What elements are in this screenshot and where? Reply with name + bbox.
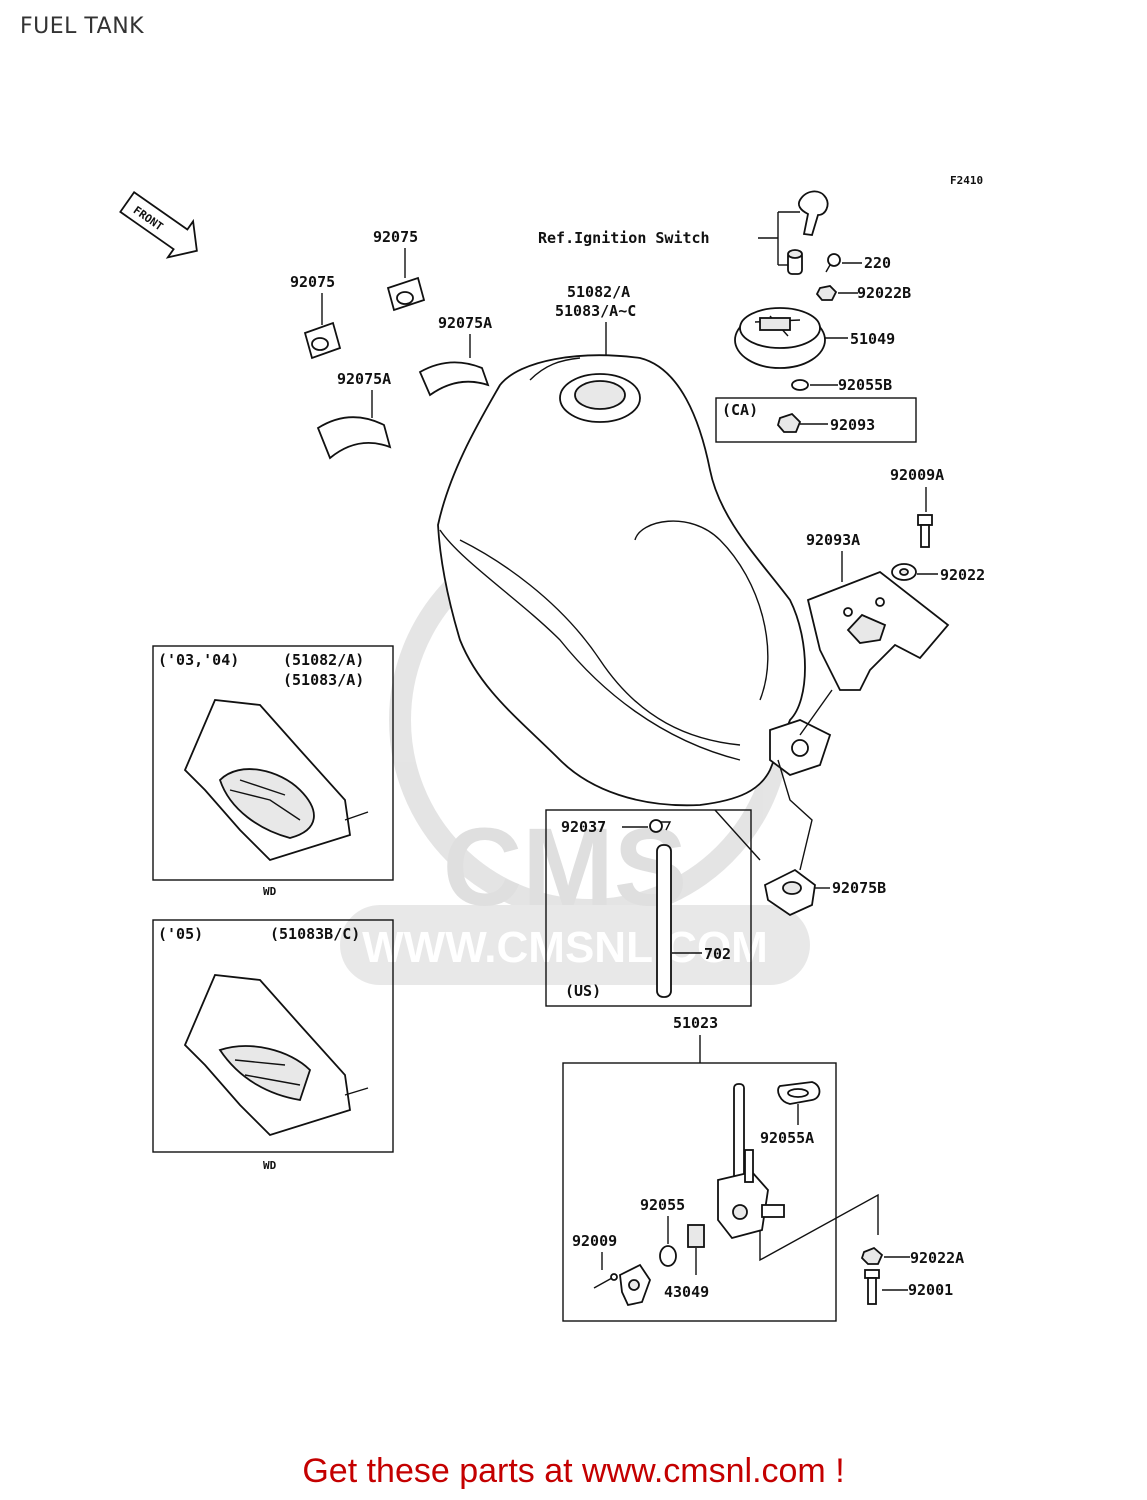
lever-icon: [619, 1263, 652, 1307]
figure-code: F2410: [950, 174, 983, 187]
label-92075-upper: 92075: [373, 228, 418, 246]
hose-icon: [656, 844, 672, 998]
gasket-icon: [777, 1081, 821, 1105]
washer-icon: [860, 1246, 884, 1265]
label-43049: 43049: [664, 1283, 709, 1301]
label-92075A-lower: 92075A: [337, 370, 391, 388]
fuel-tap-assembly-box: [562, 1062, 837, 1322]
o-ring-icon: [659, 1245, 677, 1267]
label-us: (US): [565, 982, 601, 1000]
inset1-caption: WD: [263, 885, 277, 898]
bolt-icon: [864, 1269, 880, 1305]
label-ca: (CA): [722, 401, 758, 419]
rubber-damper-icon: [763, 868, 816, 917]
o-ring-icon: [791, 379, 809, 391]
label-92075B: 92075B: [832, 879, 886, 897]
inset-decal-03-04: ('03,'04) (51082/A) (51083/A) WD: [152, 645, 394, 898]
ref-ignition-switch: Ref.Ignition Switch: [538, 229, 710, 247]
rubber-damper-icon: [386, 276, 426, 312]
watermark: CMS WWW.CMSNL.COM: [340, 519, 810, 985]
label-92055: 92055: [640, 1196, 685, 1214]
label-92075A-upper: 92075A: [438, 314, 492, 332]
label-92022A: 92022A: [910, 1249, 964, 1267]
fuel-tank-icon: [437, 354, 832, 807]
nut-icon: [777, 412, 802, 433]
ca-variant-box: [715, 397, 917, 443]
label-92009A: 92009A: [890, 466, 944, 484]
label-51082: 51082/A: [567, 283, 630, 301]
inset1-codes-b: (51083/A): [283, 671, 364, 689]
seal-icon: [687, 1224, 705, 1248]
label-92093A: 92093A: [806, 531, 860, 549]
inset2-codes: (51083B/C): [270, 925, 360, 943]
rubber-cushion-icon: [316, 416, 392, 460]
bracket-icon: [806, 570, 950, 691]
inset2-years: ('05): [158, 925, 203, 943]
clip-icon: [649, 819, 672, 833]
bolt-icon: [917, 514, 933, 548]
label-702: 702: [704, 945, 731, 963]
label-92001: 92001: [908, 1281, 953, 1299]
label-92055B: 92055B: [838, 376, 892, 394]
label-51023: 51023: [673, 1014, 718, 1032]
label-92037: 92037: [561, 818, 606, 836]
label-51083: 51083/A~C: [555, 302, 636, 320]
label-92022: 92022: [940, 566, 985, 584]
rubber-cushion-icon: [418, 361, 490, 397]
label-51049: 51049: [850, 330, 895, 348]
label-92055A: 92055A: [760, 1129, 814, 1147]
key-icon: [797, 190, 829, 236]
rubber-damper-icon: [303, 321, 342, 360]
label-92093: 92093: [830, 416, 875, 434]
footer-link[interactable]: Get these parts at www.cmsnl.com !: [302, 1452, 845, 1490]
label-220: 220: [864, 254, 891, 272]
fuel-cap-icon: [734, 307, 826, 369]
watermark-url: WWW.CMSNL.COM: [362, 923, 768, 972]
page-title: FUEL TANK: [20, 14, 145, 39]
inset1-years: ('03,'04): [158, 651, 239, 669]
us-variant-box: [545, 809, 752, 1007]
inset1-codes-a: (51082/A): [283, 651, 364, 669]
lock-cylinder-icon: [787, 249, 803, 275]
key-icon: [825, 253, 841, 273]
label-92022B: 92022B: [857, 284, 911, 302]
washer-icon: [815, 285, 838, 301]
inset-decal-05: ('05) (51083B/C) WD: [152, 919, 394, 1172]
screw-icon: [593, 1273, 618, 1289]
label-92009: 92009: [572, 1232, 617, 1250]
label-92075-lower: 92075: [290, 273, 335, 291]
fuel-tap-icon: [717, 1083, 785, 1240]
front-arrow-icon: FRONT: [119, 190, 198, 259]
inset2-caption: WD: [263, 1159, 277, 1172]
